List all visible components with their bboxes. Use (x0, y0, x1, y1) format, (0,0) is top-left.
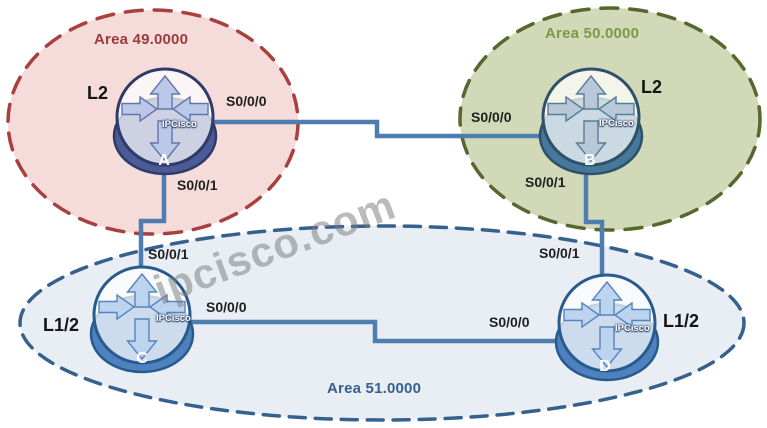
router-d-if-s000-label: S0/0/0 (489, 314, 530, 330)
area-51-label: Area 51.0000 (327, 380, 422, 397)
link-a-c (138, 164, 167, 268)
router-d-if-s001-label: S0/0/1 (539, 245, 580, 261)
link-c-d (190, 319, 562, 344)
area-51-ellipse (18, 224, 746, 422)
router-a-if-s001-label: S0/0/1 (177, 177, 218, 193)
router-c-face (92, 265, 192, 365)
router-d-brand-label: IPCisco (615, 323, 650, 334)
router-a-face (115, 67, 215, 167)
router-c-letter: C (136, 350, 148, 367)
router-a-level-label: L2 (87, 83, 109, 103)
router-b-if-s000-label: S0/0/0 (471, 109, 512, 125)
router-d-level-label: L1/2 (663, 311, 700, 331)
router-d[interactable]: D (554, 273, 660, 382)
router-c-brand-label: IPCisco (156, 313, 191, 324)
area-49-label: Area 49.0000 (94, 31, 189, 48)
router-a-letter: A (158, 152, 170, 169)
link-a-b (213, 119, 547, 139)
router-c-level-label: L1/2 (43, 315, 80, 335)
router-c-if-s000-label: S0/0/0 (206, 299, 247, 315)
router-c[interactable]: C (89, 265, 195, 374)
router-a[interactable]: A (112, 67, 218, 176)
router-b-level-label: L2 (641, 77, 663, 97)
router-b-brand-label: IPCisco (599, 118, 634, 129)
router-a-brand-label: IPCisco (162, 119, 197, 130)
router-d-face (557, 273, 657, 373)
router-b-if-s001-label: S0/0/1 (525, 174, 566, 190)
router-d-letter: D (599, 358, 611, 375)
link-b-d (583, 164, 605, 276)
router-c-if-s001-label: S0/0/1 (148, 246, 189, 262)
router-b-face (541, 67, 641, 167)
router-b[interactable]: B (538, 67, 644, 176)
router-b-letter: B (584, 152, 596, 169)
area-50-label: Area 50.0000 (545, 25, 640, 42)
router-a-if-s000-label: S0/0/0 (226, 93, 267, 109)
